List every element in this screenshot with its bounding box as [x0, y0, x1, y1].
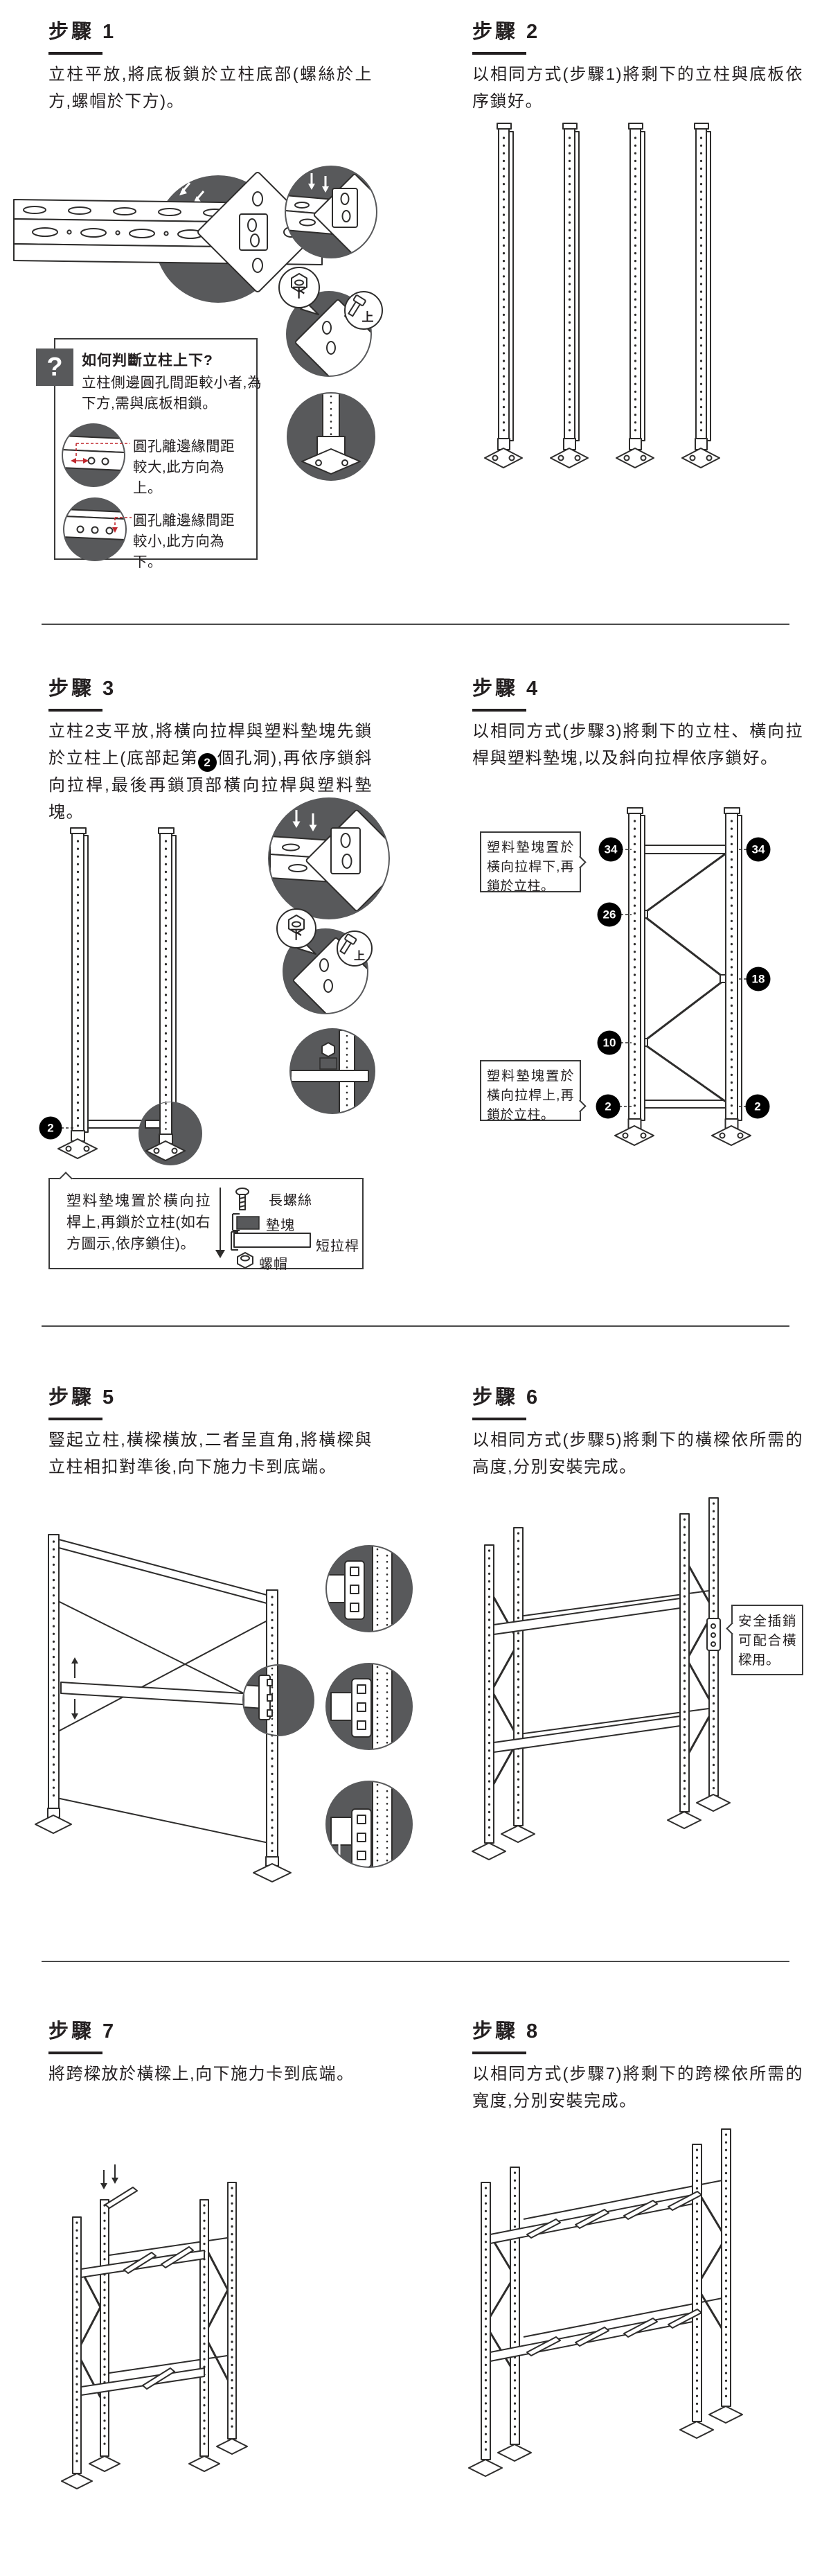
hole-marker-badge: 18 [746, 967, 771, 991]
step-7-section: 步驟 7 將跨樑放於橫樑上,向下施力卡到底端。 [48, 2020, 409, 2088]
step-8-section: 步驟 8 以相同方式(步驟7)將剩下的跨樑依所需的寬度,分別安裝完成。 [472, 2020, 803, 2115]
title-underline [48, 1418, 102, 1421]
step-1-title: 步驟 1 [48, 21, 117, 43]
hole-number-badge: 2 [198, 753, 217, 773]
title-underline [48, 2052, 102, 2055]
step-1-section: 步驟 1 立柱平放,將底板鎖於立柱底部(螺絲於上方,螺帽於下方)。 [48, 21, 373, 115]
step-3-body-post: 個孔洞),再依序鎖斜向拉桿,最後再鎖頂部橫向拉桿與塑料墊塊。 [48, 749, 373, 822]
title-underline [472, 709, 526, 712]
step-2-section: 步驟 2 以相同方式(步驟1)將剩下的立柱與底板依序鎖好。 [472, 21, 803, 115]
step-4-title: 步驟 4 [472, 678, 541, 700]
step-4-illustration [614, 806, 752, 1147]
step-4-callout-top: 塑料墊塊置於橫向拉桿下,再鎖於立柱。 [480, 831, 581, 894]
step-2-title: 步驟 2 [472, 21, 541, 43]
step-1-body: 立柱平放,將底板鎖於立柱底部(螺絲於上方,螺帽於下方)。 [48, 65, 373, 112]
step-7-title: 步驟 7 [48, 2020, 117, 2043]
step-7-illustration [61, 2164, 248, 2489]
title-underline [48, 52, 102, 55]
step-6-title: 步驟 6 [472, 1386, 541, 1409]
step-4-callout-bottom: 塑料墊塊置於橫向拉桿上,再鎖於立柱。 [480, 1060, 581, 1122]
step-8-illustration [468, 2128, 743, 2477]
title-underline [48, 709, 102, 712]
step-5-title: 步驟 5 [48, 1386, 117, 1409]
step-4-section: 步驟 4 以相同方式(步驟3)將剩下的立柱、橫向拉桿與塑料墊塊,以及斜向拉桿依序… [472, 678, 803, 772]
hole-marker-badge: 34 [598, 837, 623, 862]
qa-note-down: 圓孔離邊緣間距較小,此方向為下。 [133, 513, 235, 570]
hardware-legend-icons [215, 1188, 311, 1269]
title-underline [472, 2052, 526, 2055]
beam-hook-detail-3 [325, 1781, 413, 1868]
title-underline [472, 1418, 526, 1421]
hole-2-badge: 2 [39, 1116, 62, 1140]
nut-down-label: 下 [292, 285, 306, 301]
step-6-illustration [472, 1497, 731, 1860]
step-2-body: 以相同方式(步驟1)將剩下的立柱與底板依序鎖好。 [472, 65, 803, 112]
row-divider [42, 1961, 789, 1962]
bolt-up-label: 上 [353, 951, 366, 962]
qa-title: 如何判斷立柱上下? [82, 353, 213, 369]
beam-hook-detail-1 [325, 1545, 413, 1632]
hole-marker-badge: 2 [745, 1094, 770, 1119]
step-3-callout-text: 塑料墊塊置於橫向拉桿上,再鎖於立柱(如右方圖示,依序鎖住)。 [66, 1193, 211, 1252]
legend-nut-label: 螺帽 [259, 1257, 288, 1272]
nut-down-label: 下 [290, 928, 303, 942]
qa-note-up: 圓孔離邊緣間距較大,此方向為上。 [133, 439, 235, 496]
step-5-body: 豎起立柱,橫樑橫放,二者呈直角,將橫樑與立柱相扣對準後,向下施力卡到底端。 [48, 1431, 373, 1477]
step-5-illustration [35, 1534, 413, 1882]
title-underline [472, 52, 526, 55]
hole-marker-badge: 34 [746, 837, 771, 862]
pad-icon [232, 1213, 260, 1231]
row-divider [42, 1325, 789, 1327]
step-3-title: 步驟 3 [48, 678, 117, 700]
step-3-illustration [57, 797, 390, 1165]
qa-diagram [62, 423, 132, 561]
hole-marker-badge: 10 [597, 1030, 622, 1055]
step-8-body: 以相同方式(步驟7)將剩下的跨樑依所需的寬度,分別安裝完成。 [472, 2065, 803, 2111]
hole-marker-badge: 26 [597, 902, 622, 927]
step-8-title: 步驟 8 [472, 2020, 541, 2043]
long-screw-icon [235, 1188, 249, 1210]
step-5-section: 步驟 5 豎起立柱,橫樑橫放,二者呈直角,將橫樑與立柱相扣對準後,向下施力卡到底… [48, 1386, 373, 1481]
qa-body: 立柱側邊圓孔間距較小者,為下方,需與底板相鎖。 [82, 375, 262, 412]
row-divider [42, 624, 789, 625]
hole-marker-badge: 2 [596, 1094, 620, 1119]
short-bar-icon [231, 1231, 311, 1251]
step-3-callout: 塑料墊塊置於橫向拉桿上,再鎖於立柱(如右方圖示,依序鎖住)。 長螺絲 墊塊 短拉… [48, 1178, 364, 1272]
step-3-body-pre: 立柱2支平放,將橫向拉桿與塑料墊塊先鎖於立柱上(底部起第 [48, 722, 373, 768]
step-7-body: 將跨樑放於橫樑上,向下施力卡到底端。 [48, 2065, 355, 2084]
beam-hook-detail-2 [325, 1663, 413, 1750]
bolt-up-label: 上 [361, 310, 374, 324]
qa-box: ? 如何判斷立柱上下? 立柱側邊圓孔間距較小者,為下方,需與底板相鎖。 圓孔離邊… [36, 338, 262, 570]
step-6-body: 以相同方式(步驟5)將剩下的橫樑依所需的高度,分別安裝完成。 [472, 1431, 803, 1477]
nut-icon [237, 1252, 253, 1269]
legend-short-bar-label: 短拉桿 [316, 1239, 359, 1254]
step-2-illustration [483, 122, 721, 469]
step-4-body: 以相同方式(步驟3)將剩下的立柱、橫向拉桿與塑料墊塊,以及斜向拉桿依序鎖好。 [472, 722, 803, 768]
step-6-callout: 安全插銷可配合橫樑用。 [731, 1605, 803, 1675]
question-icon: ? [36, 349, 73, 386]
step-1-illustration [13, 166, 383, 481]
legend-long-screw-label: 長螺絲 [269, 1193, 312, 1208]
legend-pad-label: 墊塊 [266, 1218, 295, 1233]
step-6-section: 步驟 6 以相同方式(步驟5)將剩下的橫樑依所需的高度,分別安裝完成。 [472, 1386, 803, 1481]
